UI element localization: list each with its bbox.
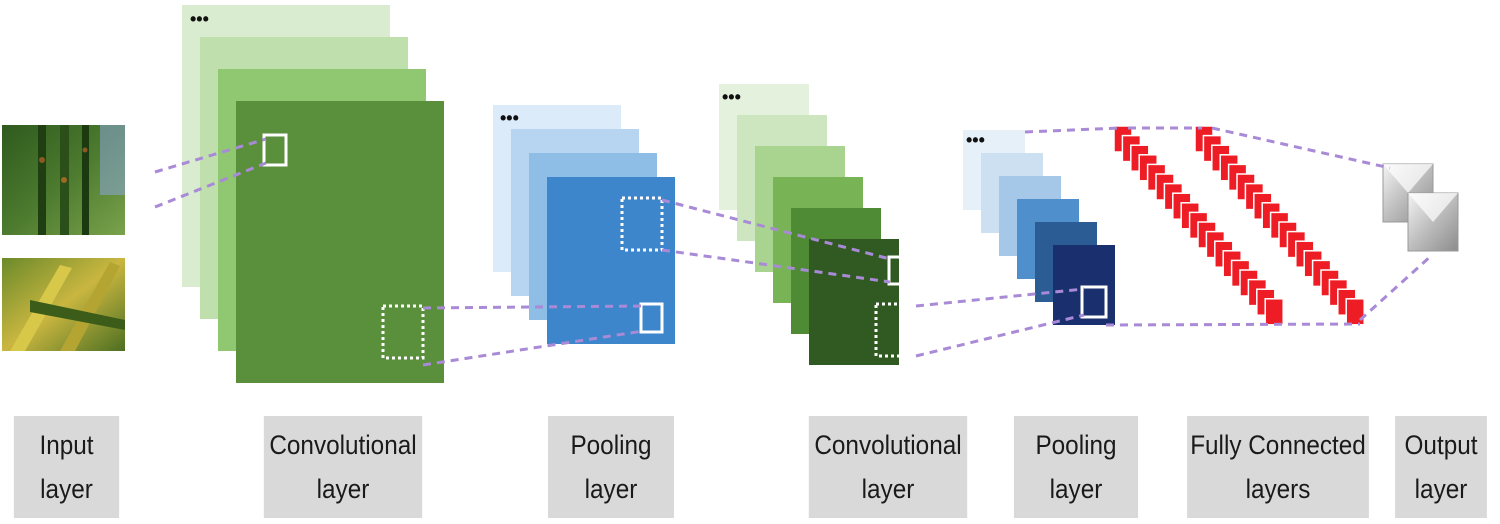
cnn-architecture-diagram: ••• ••• ••• •••: [2, 5, 1459, 383]
input-image-diseased-leaf: [2, 258, 125, 351]
connector-pool1-conv2-bottom: [661, 248, 891, 284]
fully-connected-neurons: [1113, 125, 1365, 326]
conv1-dashed-window: [381, 304, 425, 360]
pool2-solid-window: [1080, 285, 1108, 319]
label-fc-layers: Fully Connected layers: [1187, 416, 1369, 518]
label-conv1-line2: layer: [316, 474, 370, 504]
conv1-feature-maps: [182, 5, 444, 383]
connector-pool2-fc-top: [1024, 126, 1121, 134]
connector-conv2-pool2-top: [915, 287, 1085, 308]
label-input-line2: layer: [40, 474, 93, 504]
label-pool1-line2: layer: [584, 474, 638, 504]
connector-pool1-conv2-top: [661, 198, 891, 261]
connector-input-conv1-top: [154, 137, 267, 174]
input-image-healthy-leaf: [2, 125, 125, 235]
connector-conv2-pool2-bottom: [915, 313, 1085, 358]
pool1-dashed-window: [620, 196, 664, 252]
connector-conv1-pool1-bottom: [422, 329, 644, 367]
pool2-ellipsis: •••: [966, 130, 985, 150]
connector-lines: [154, 126, 1434, 367]
conv2-dashed-window: [874, 302, 918, 358]
label-pool1-layer: Pooling layer: [548, 416, 674, 518]
label-conv1-line1: Convolutional: [269, 430, 417, 460]
label-pool2-layer: Pooling layer: [1013, 416, 1139, 518]
label-pool2-line1: Pooling: [1035, 430, 1117, 460]
conv2-ellipsis: •••: [722, 87, 741, 107]
connector-input-conv1-bottom: [154, 161, 267, 209]
pool1-solid-window: [639, 302, 664, 334]
label-input-layer: Input layer: [13, 416, 120, 518]
pool1-ellipsis: •••: [500, 108, 519, 128]
label-conv2-layer: Convolutional layer: [808, 416, 968, 518]
conv2-feature-maps: [719, 84, 899, 365]
label-output-line2: layer: [1414, 474, 1468, 504]
label-fc-line2: layers: [1245, 474, 1311, 504]
fc-col2-neuron-19: [1345, 298, 1365, 326]
label-output-layer: Output layer: [1395, 416, 1487, 518]
pool1-map-4: [547, 177, 675, 344]
label-pool1-line1: Pooling: [570, 430, 652, 460]
conv1-map-4: [236, 101, 444, 383]
connector-conv1-pool1-top: [422, 304, 644, 310]
connector-fc-output-bottom: [1358, 253, 1434, 322]
pool2-feature-maps: [963, 130, 1115, 325]
pool1-feature-maps: [493, 105, 675, 344]
conv2-solid-window: [887, 255, 913, 286]
label-input-line1: Input: [39, 430, 94, 460]
connector-fc-output-top: [1211, 126, 1391, 170]
conv2-map-6: [809, 239, 899, 365]
connector-fc-bottom: [1105, 322, 1361, 327]
label-conv2-line1: Convolutional: [814, 430, 962, 460]
label-conv1-layer: Convolutional layer: [263, 416, 423, 518]
output-cube-2: [1407, 192, 1459, 252]
label-conv2-line2: layer: [861, 474, 915, 504]
conv1-ellipsis: •••: [190, 9, 209, 29]
label-pool2-line2: layer: [1049, 474, 1103, 504]
conv1-solid-window: [262, 133, 288, 167]
label-fc-line1: Fully Connected: [1190, 430, 1366, 460]
label-output-line1: Output: [1404, 430, 1478, 460]
fc-col1-neuron-19: [1264, 298, 1284, 326]
